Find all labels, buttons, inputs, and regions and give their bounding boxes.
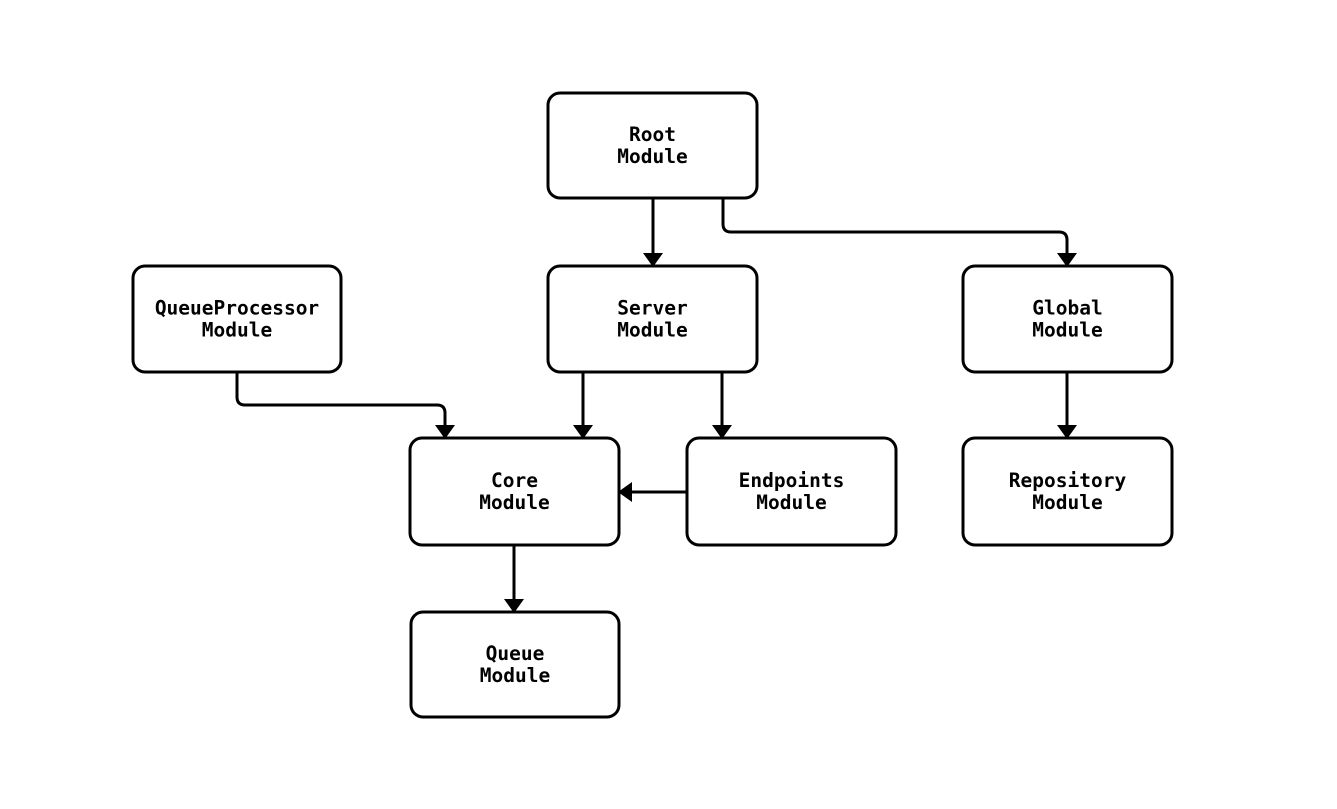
- node-box-global: [961, 264, 1174, 374]
- node-label-queue-line1: Queue: [486, 642, 545, 665]
- edge-queueprocessor-to-core: [235, 372, 455, 439]
- node-box-root: [546, 91, 759, 200]
- node-label-queue-line2: Module: [480, 664, 550, 687]
- node-box-server: [546, 264, 759, 374]
- node-label-global-line2: Module: [1032, 319, 1102, 342]
- node-label-endpoints-line2: Module: [756, 491, 826, 514]
- node-label-server-line1: Server: [617, 297, 687, 320]
- node-box-queue: [409, 610, 621, 719]
- node-label-repository-line1: Repository: [1009, 469, 1127, 492]
- nodes-layer: RootModuleQueueProcessorModuleServerModu…: [131, 91, 1174, 719]
- edges-layer: [235, 198, 1077, 613]
- node-box-queueprocessor: [131, 264, 343, 374]
- node-label-global-line1: Global: [1032, 297, 1102, 320]
- node-label-server-line2: Module: [617, 319, 687, 342]
- node-label-queueprocessor-line2: Module: [202, 319, 272, 342]
- node-label-core-line1: Core: [491, 469, 538, 492]
- node-label-root-line1: Root: [629, 123, 676, 146]
- node-label-root-line2: Module: [617, 145, 687, 168]
- node-box-core: [408, 436, 621, 547]
- node-label-core-line2: Module: [479, 491, 549, 514]
- node-box-repository: [961, 436, 1174, 547]
- node-label-repository-line2: Module: [1032, 491, 1102, 514]
- node-label-endpoints-line1: Endpoints: [739, 469, 845, 492]
- edge-root-to-global: [721, 198, 1077, 267]
- node-box-endpoints: [685, 436, 898, 547]
- node-label-queueprocessor-line1: QueueProcessor: [155, 297, 319, 320]
